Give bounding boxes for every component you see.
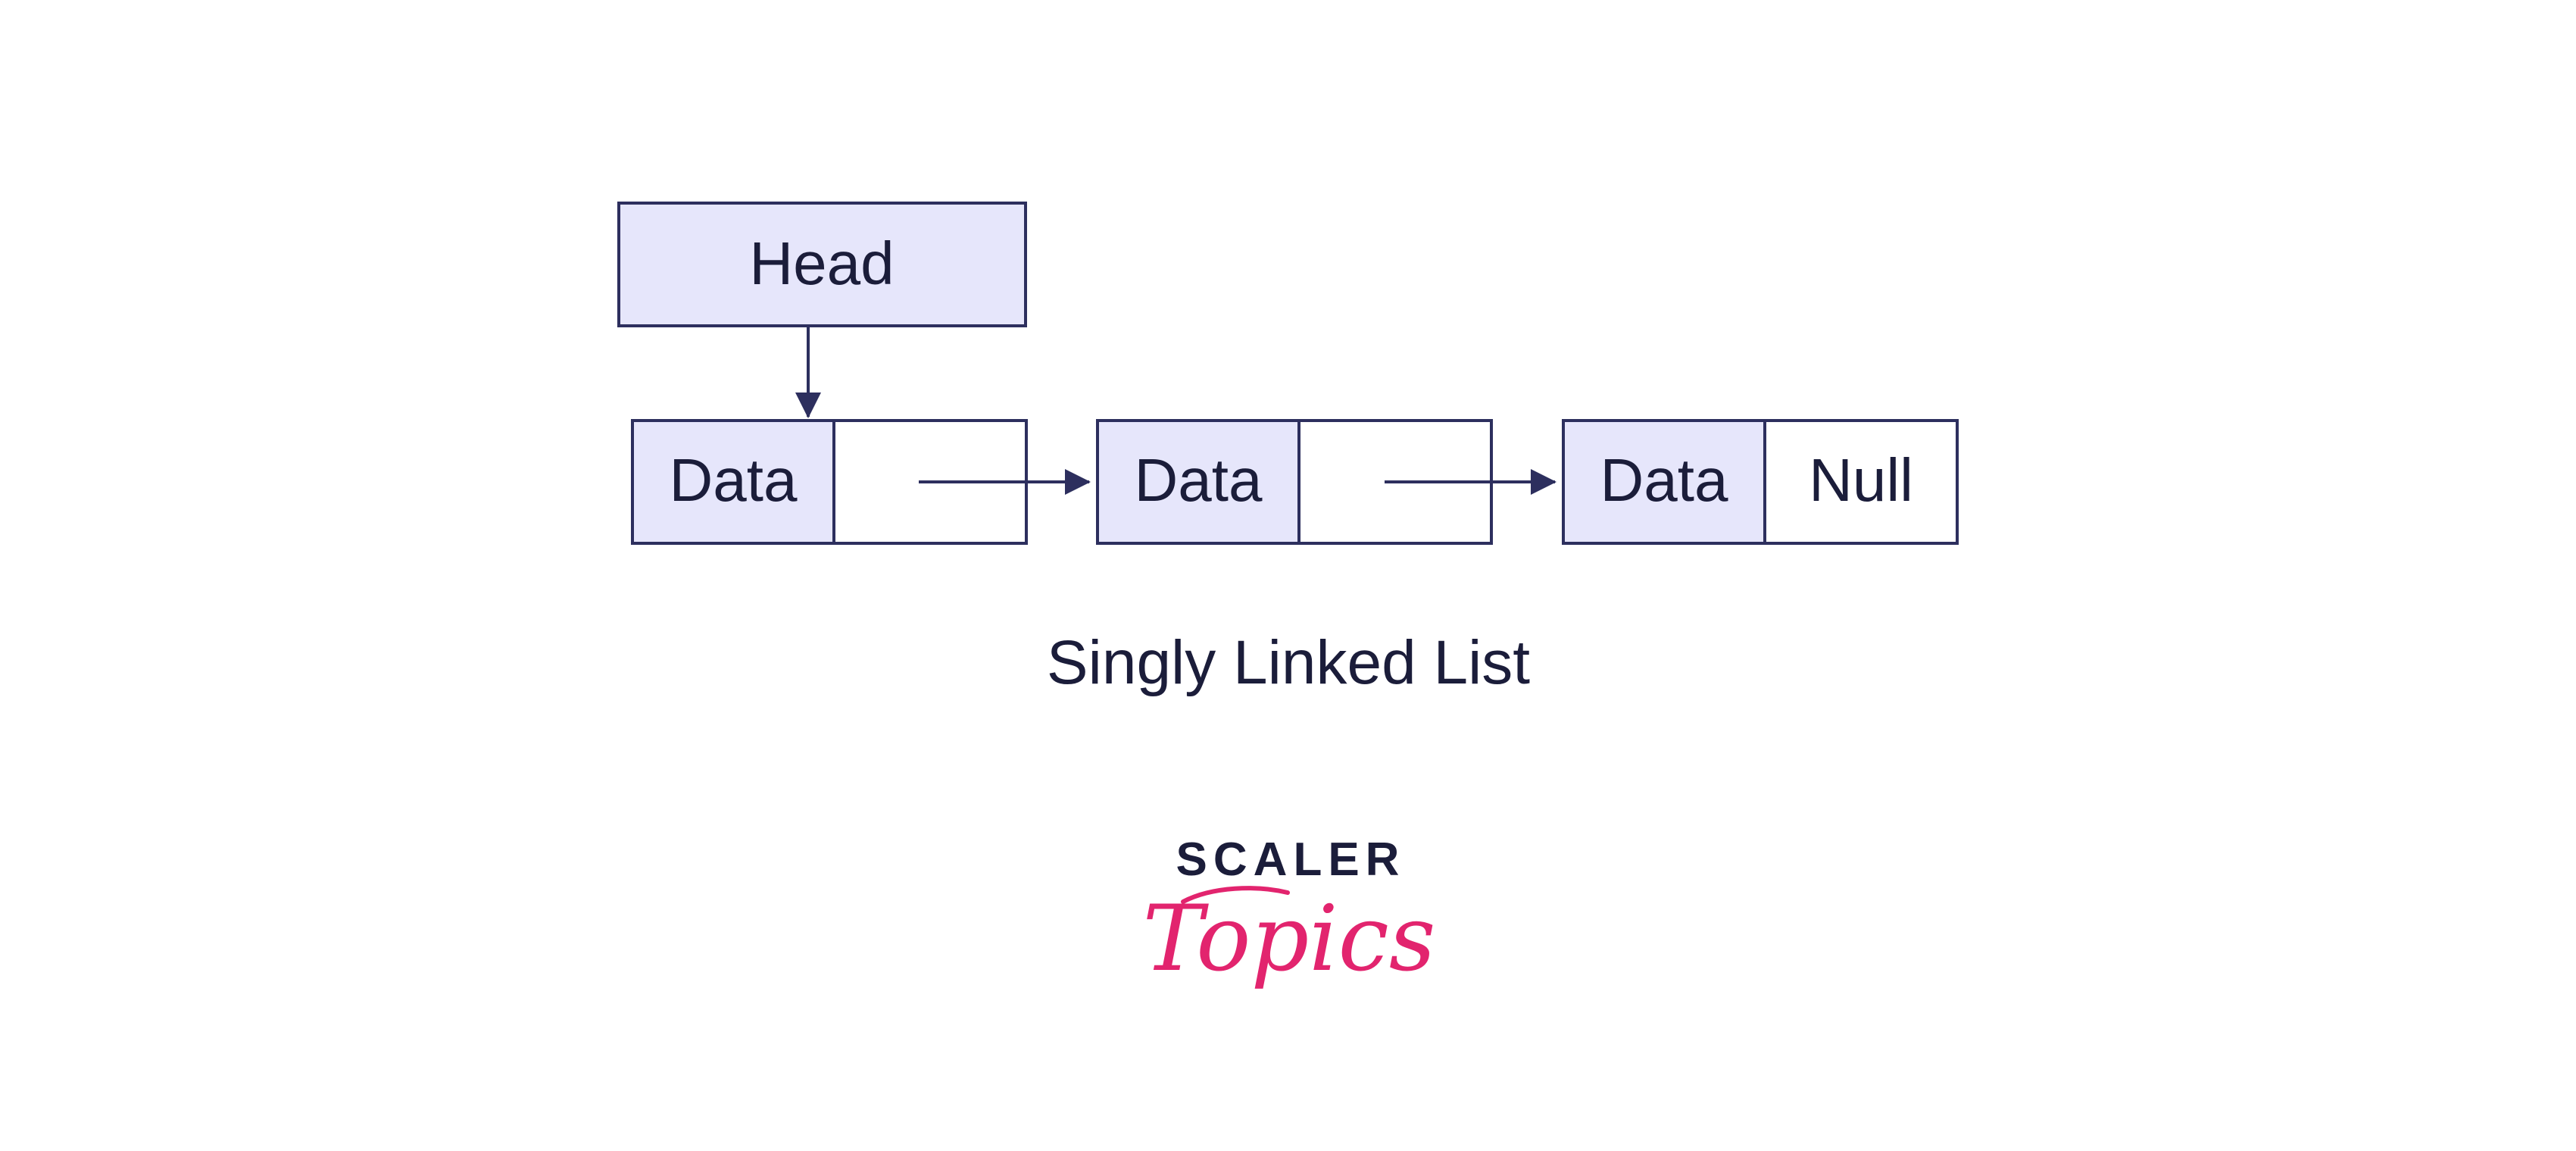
logo-script-word: Topics	[1143, 887, 1436, 992]
diagram-caption: Singly Linked List	[1047, 628, 1530, 697]
node-3-data-cell	[1562, 419, 1766, 545]
node-1-data-cell	[631, 419, 835, 545]
logo-top-word: SCALER	[1176, 834, 1406, 886]
list-node-3: Data Null	[1562, 419, 1959, 545]
node-2-data-label: Data	[1135, 446, 1263, 514]
head-label: Head	[749, 230, 894, 297]
head-box: Head	[617, 202, 1027, 327]
scaler-topics-logo: SCALER Topics	[1143, 834, 1436, 992]
node-3-next-cell	[1763, 419, 1959, 545]
node-3-data-label: Data	[1600, 446, 1728, 514]
node-1-data-label: Data	[670, 446, 798, 514]
logo-underline-swash	[1181, 886, 1290, 904]
node-3-null-label: Null	[1809, 446, 1913, 514]
